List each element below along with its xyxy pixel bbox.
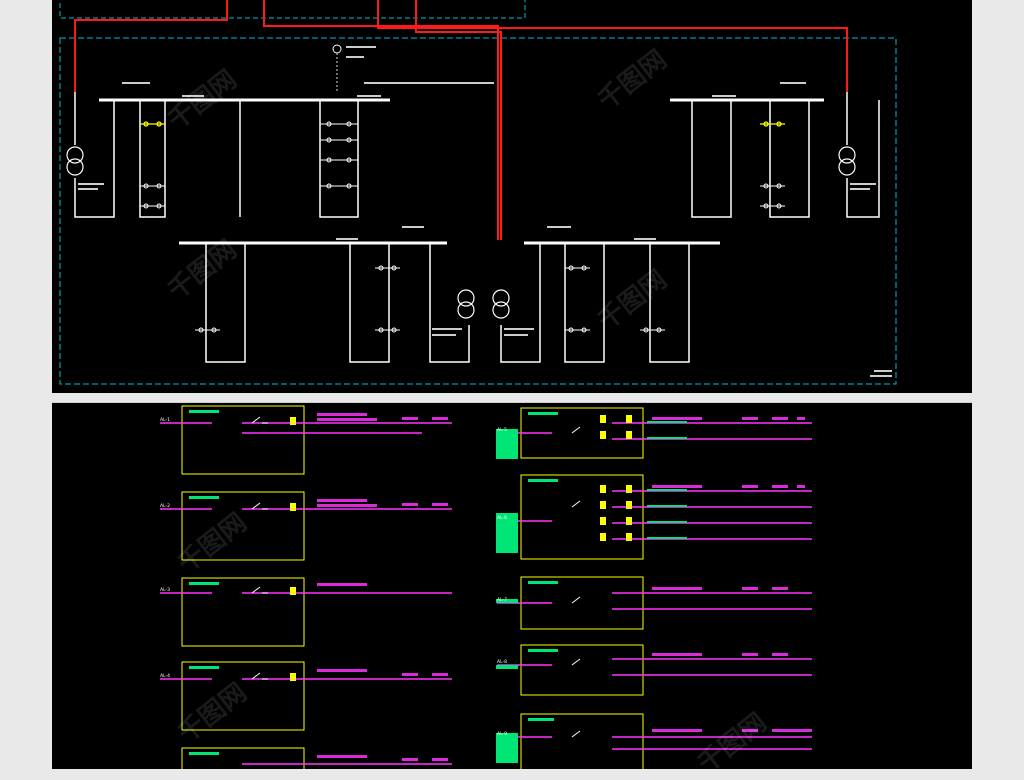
right-feeder-labels: AL-5 AL-6 AL-7 AL-8 AL-9 bbox=[497, 427, 507, 737]
incoming-cables bbox=[74, 0, 848, 240]
feeder-label: AL-8 bbox=[497, 659, 507, 665]
box-breaker-icons bbox=[251, 416, 581, 738]
left-distribution-boxes bbox=[181, 405, 305, 769]
right-circuit-lines bbox=[497, 422, 812, 750]
green-label-blocks bbox=[189, 410, 687, 763]
magenta-label-blocks bbox=[317, 413, 812, 761]
feeder-label: AL-7 bbox=[497, 597, 507, 603]
breaker-icons bbox=[140, 121, 785, 333]
distribution-box-panel: AL-1 AL-2 AL-3 AL-4 AL-5 AL-6 AL-7 AL-8 … bbox=[52, 402, 972, 779]
left-feeder-labels: AL-1 AL-2 AL-3 AL-4 bbox=[160, 417, 170, 679]
feeder-drops bbox=[74, 92, 880, 363]
upper-frame bbox=[59, 0, 526, 19]
feeder-label: AL-6 bbox=[497, 515, 507, 521]
feeder-label: AL-1 bbox=[160, 417, 170, 423]
meter-icons bbox=[290, 415, 632, 681]
left-circuit-lines bbox=[160, 422, 452, 765]
distribution-box-diagrams: AL-1 AL-2 AL-3 AL-4 AL-5 AL-6 AL-7 AL-8 … bbox=[160, 405, 812, 769]
feeder-label: AL-5 bbox=[497, 427, 507, 433]
feeder-label: AL-3 bbox=[160, 587, 170, 593]
yellow-switch-icons bbox=[140, 121, 785, 127]
single-line-diagram-panel: 千图网 千图网 千图网 千图网 bbox=[52, 0, 972, 393]
right-distribution-boxes bbox=[520, 407, 644, 769]
main-frame bbox=[59, 37, 897, 385]
feeder-label: AL-2 bbox=[160, 503, 170, 509]
feeder-label: AL-9 bbox=[497, 731, 507, 737]
top-transformer-icon bbox=[332, 44, 342, 54]
feeder-label: AL-4 bbox=[160, 673, 170, 679]
label-blocks bbox=[78, 46, 892, 377]
single-line-diagram bbox=[59, 0, 897, 385]
transformer-icons bbox=[66, 146, 856, 319]
